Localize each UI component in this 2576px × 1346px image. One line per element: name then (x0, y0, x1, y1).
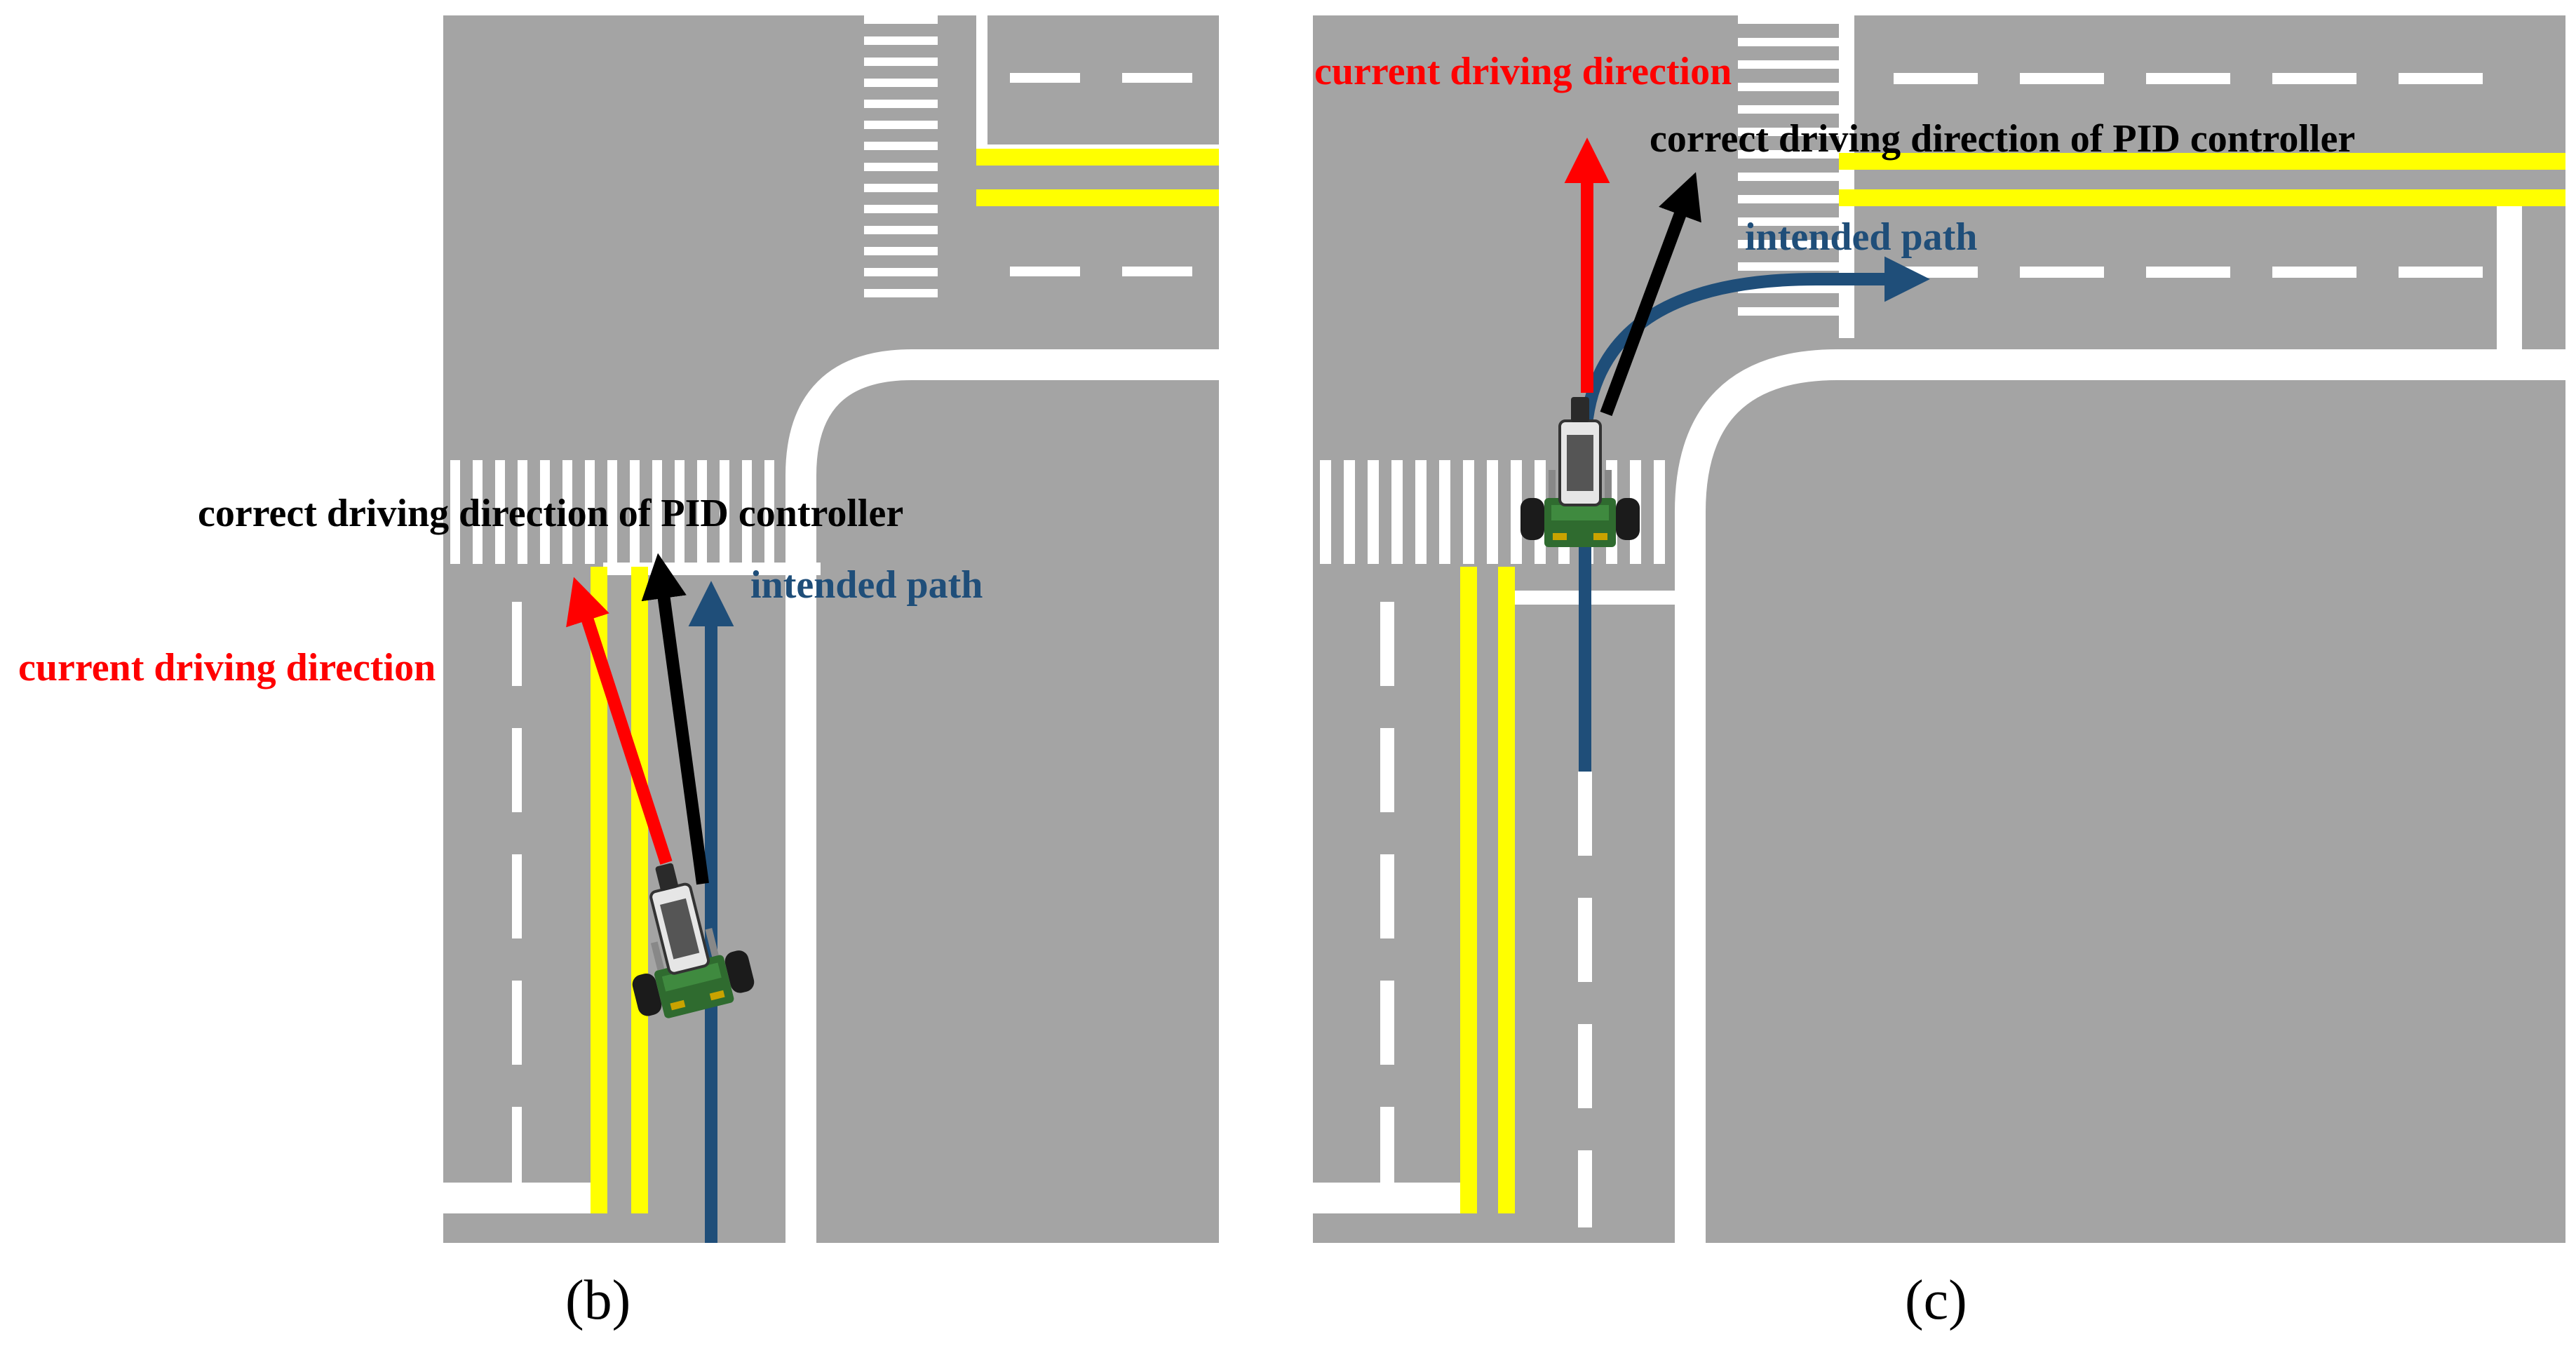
panel-b-top-crosswalk (864, 15, 938, 297)
panel-c-yellow-center-line (1839, 153, 2565, 206)
panel-b-pid-label: correct driving direction of PID control… (198, 492, 903, 535)
panel-c-road-background (1313, 15, 2565, 1243)
panel-b-pid-direction-arrow (641, 553, 709, 885)
panel-b-curb (785, 349, 1219, 1243)
panel-c-current-label: current driving direction (1314, 50, 1732, 93)
panel-b-yellow-center-line (976, 149, 1219, 206)
panel-c-road-edge (2497, 206, 2522, 351)
panel-c-yellow-center-line (1460, 567, 1515, 1213)
panel-c-stop-line (1313, 1183, 1466, 1213)
panel-b-intended-label: intended path (750, 563, 983, 607)
panel-b-road-edge (976, 15, 987, 156)
panel-c-road-edge (1839, 15, 1854, 338)
panel-b-current-direction-arrow (566, 577, 673, 865)
panel-b: correct driving direction of PID control… (18, 15, 1219, 1331)
panel-c-pid-label: correct driving direction of PID control… (1650, 117, 2355, 161)
panel-c-top-crosswalk (1738, 15, 1839, 316)
panel-b-road-background (443, 15, 1219, 1243)
panel-c-dashed-lane (1380, 602, 1592, 1227)
panel-c-curb (1675, 349, 2565, 1243)
panel-b-dashed-lane (512, 602, 522, 1191)
panel-c-intended-label: intended path (1745, 215, 1977, 259)
panel-b-dashed-lane (1010, 73, 1192, 276)
panel-b-stop-line (443, 1183, 596, 1213)
panel-c-pid-direction-arrow (1600, 172, 1701, 417)
panel-b-caption: (b) (565, 1270, 630, 1331)
panel-c-dashed-lane (1894, 73, 2483, 278)
panel-c-caption: (c) (1905, 1270, 1967, 1331)
panel-b-left-crosswalk (450, 460, 774, 564)
panel-b-current-label: current driving direction (18, 646, 436, 689)
panel-c: current driving direction correct drivin… (1313, 15, 2565, 1331)
panel-c-stop-line (1515, 591, 1676, 605)
